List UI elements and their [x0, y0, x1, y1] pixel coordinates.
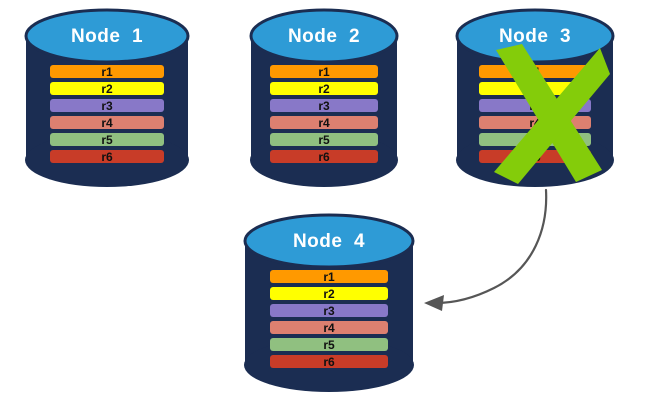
record-bar-r2[interactable]: r2	[50, 82, 164, 95]
node-cylinder-1[interactable]: Node 1 r1 r2 r3 r4 r5 r6	[24, 8, 190, 188]
node-cylinder-3[interactable]: Node 3 r1 r2 r3 r4 r5 r6	[455, 8, 615, 188]
record-bar-r5[interactable]: r5	[270, 133, 378, 146]
record-bar-r4[interactable]: r4	[270, 116, 378, 129]
record-bar-r4[interactable]: r4	[50, 116, 164, 129]
arrow-path	[434, 188, 548, 305]
record-bar-r6[interactable]: r6	[50, 150, 164, 163]
arrow-head-icon	[424, 295, 444, 311]
record-bar-r2[interactable]: r2	[270, 287, 388, 300]
node-cylinder-4[interactable]: Node 4 r1 r2 r3 r4 r5 r6	[243, 213, 415, 393]
record-bar-r5[interactable]: r5	[270, 338, 388, 351]
record-bar-r2[interactable]: r2	[479, 82, 591, 95]
record-bar-r1[interactable]: r1	[270, 65, 378, 78]
record-bar-r2[interactable]: r2	[270, 82, 378, 95]
record-bar-r1[interactable]: r1	[270, 270, 388, 283]
record-bar-r3[interactable]: r3	[270, 99, 378, 112]
record-bar-r6[interactable]: r6	[479, 150, 591, 163]
record-bar-r5[interactable]: r5	[50, 133, 164, 146]
record-bar-r6[interactable]: r6	[270, 150, 378, 163]
record-list-1: r1 r2 r3 r4 r5 r6	[24, 65, 190, 163]
record-list-2: r1 r2 r3 r4 r5 r6	[249, 65, 399, 163]
record-list-3: r1 r2 r3 r4 r5 r6	[455, 65, 615, 163]
record-bar-r6[interactable]: r6	[270, 355, 388, 368]
record-list-4: r1 r2 r3 r4 r5 r6	[243, 270, 415, 368]
record-bar-r3[interactable]: r3	[479, 99, 591, 112]
record-bar-r4[interactable]: r4	[270, 321, 388, 334]
record-bar-r3[interactable]: r3	[50, 99, 164, 112]
record-bar-r1[interactable]: r1	[479, 65, 591, 78]
record-bar-r1[interactable]: r1	[50, 65, 164, 78]
record-bar-r3[interactable]: r3	[270, 304, 388, 317]
record-bar-r4[interactable]: r4	[479, 116, 591, 129]
node-cylinder-2[interactable]: Node 2 r1 r2 r3 r4 r5 r6	[249, 8, 399, 188]
record-bar-r5[interactable]: r5	[479, 133, 591, 146]
